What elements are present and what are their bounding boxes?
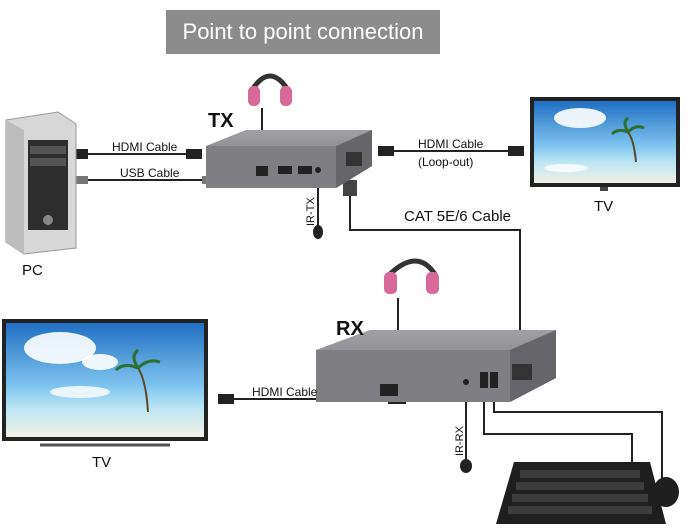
usb-plug (74, 176, 88, 184)
loop-out-label: (Loop-out) (418, 155, 474, 169)
tv-icon (530, 97, 680, 191)
rx-label: RX (336, 318, 364, 340)
ir-rx-label: IR-RX (454, 426, 466, 456)
rx-extender-box (316, 330, 556, 402)
rj45-plug (343, 180, 357, 196)
tv-left-label: TV (92, 454, 112, 471)
cat-cable-label: CAT 5E/6 Cable (404, 208, 511, 225)
computer-tower-icon (5, 111, 77, 255)
headphones-icon (248, 73, 292, 106)
hdmi-plug (186, 149, 202, 159)
hdmi-cable-pc-label: HDMI Cable (112, 140, 178, 154)
hdmi-plug (378, 146, 394, 156)
hdmi-cable-rx-label: HDMI Cable (252, 385, 318, 399)
diagram-title: Point to point connection (166, 10, 440, 54)
pc-label: PC (22, 262, 43, 279)
hdmi-cable-loop-label: HDMI Cable (418, 137, 484, 151)
tv-icon (2, 319, 208, 447)
mouse-icon (653, 477, 679, 507)
ir-sensor-icon (460, 459, 472, 473)
hdmi-plug (218, 394, 234, 404)
hdmi-plug (508, 146, 524, 156)
ir-sensor-icon (313, 225, 323, 239)
cat-cable (349, 190, 521, 342)
usb-cable-pc-label: USB Cable (120, 166, 180, 180)
tv-top-label: TV (594, 198, 614, 215)
hdmi-plug (74, 149, 88, 159)
keyboard-icon (496, 462, 666, 524)
ir-tx-label: IR-TX (305, 197, 317, 226)
keyboard-usb-cable (483, 390, 633, 466)
tx-label: TX (208, 110, 234, 132)
headphones-icon (384, 258, 439, 294)
tx-extender-box (206, 130, 372, 188)
